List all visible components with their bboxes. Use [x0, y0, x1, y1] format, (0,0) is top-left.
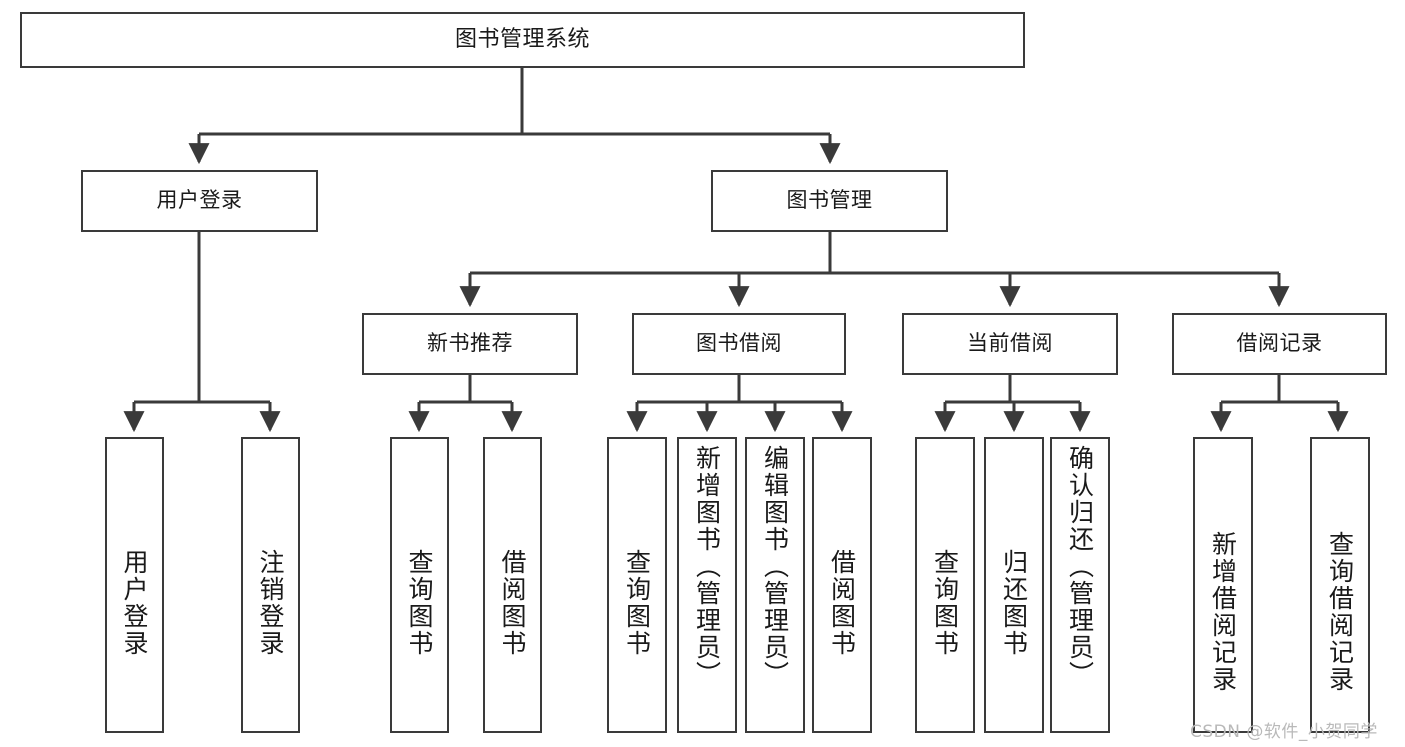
node-new-book-recommendation[interactable]: 新书推荐	[362, 313, 578, 375]
leaf-add-borrowing-record[interactable]: 新增借阅记录	[1193, 437, 1253, 733]
leaf-query-borrowing-record[interactable]: 查询借阅记录	[1310, 437, 1370, 733]
node-label: 查询图书	[405, 549, 434, 657]
node-book-management[interactable]: 图书管理	[711, 170, 948, 232]
node-label: 图书管理系统	[454, 26, 590, 52]
leaf-borrow-book-new-recommendation[interactable]: 借阅图书	[483, 437, 542, 733]
node-label: 新书推荐	[427, 331, 513, 356]
node-borrowing-record[interactable]: 借阅记录	[1172, 313, 1387, 375]
leaf-edit-book-admin[interactable]: 编辑图书（管理员）	[745, 437, 805, 733]
node-label: 查询借阅记录	[1325, 531, 1355, 693]
node-label: 借阅图书	[498, 549, 527, 657]
leaf-return-book[interactable]: 归还图书	[984, 437, 1044, 733]
leaf-user-login[interactable]: 用户登录	[105, 437, 164, 733]
leaf-logout[interactable]: 注销登录	[241, 437, 300, 733]
leaf-borrow-book-borrowing[interactable]: 借阅图书	[812, 437, 872, 733]
node-root-book-management-system[interactable]: 图书管理系统	[20, 12, 1025, 68]
node-label: 确认归还（管理员）	[1065, 445, 1095, 688]
node-label: 借阅图书	[827, 549, 857, 657]
node-label: 查询图书	[930, 549, 960, 657]
node-label: 编辑图书（管理员）	[760, 445, 790, 688]
node-label: 查询图书	[622, 549, 652, 657]
watermark-csdn: CSDN @软件_小贺同学	[1190, 722, 1378, 742]
node-current-borrowing[interactable]: 当前借阅	[902, 313, 1118, 375]
node-label: 新增图书（管理员）	[692, 445, 722, 688]
leaf-query-book-current[interactable]: 查询图书	[915, 437, 975, 733]
node-label: 图书借阅	[696, 331, 782, 356]
node-label: 归还图书	[999, 549, 1029, 657]
leaf-query-book-new-recommendation[interactable]: 查询图书	[390, 437, 449, 733]
node-label: 新增借阅记录	[1208, 531, 1238, 693]
node-label: 注销登录	[256, 549, 285, 657]
node-label: 用户登录	[156, 188, 243, 213]
leaf-add-book-admin[interactable]: 新增图书（管理员）	[677, 437, 737, 733]
node-user-login[interactable]: 用户登录	[81, 170, 318, 232]
node-label: 当前借阅	[967, 331, 1053, 356]
node-book-borrowing[interactable]: 图书借阅	[632, 313, 846, 375]
node-label: 图书管理	[786, 188, 873, 213]
node-label: 借阅记录	[1236, 331, 1323, 356]
leaf-query-book-borrowing[interactable]: 查询图书	[607, 437, 667, 733]
node-label: 用户登录	[120, 549, 149, 657]
leaf-confirm-return-admin[interactable]: 确认归还（管理员）	[1050, 437, 1110, 733]
